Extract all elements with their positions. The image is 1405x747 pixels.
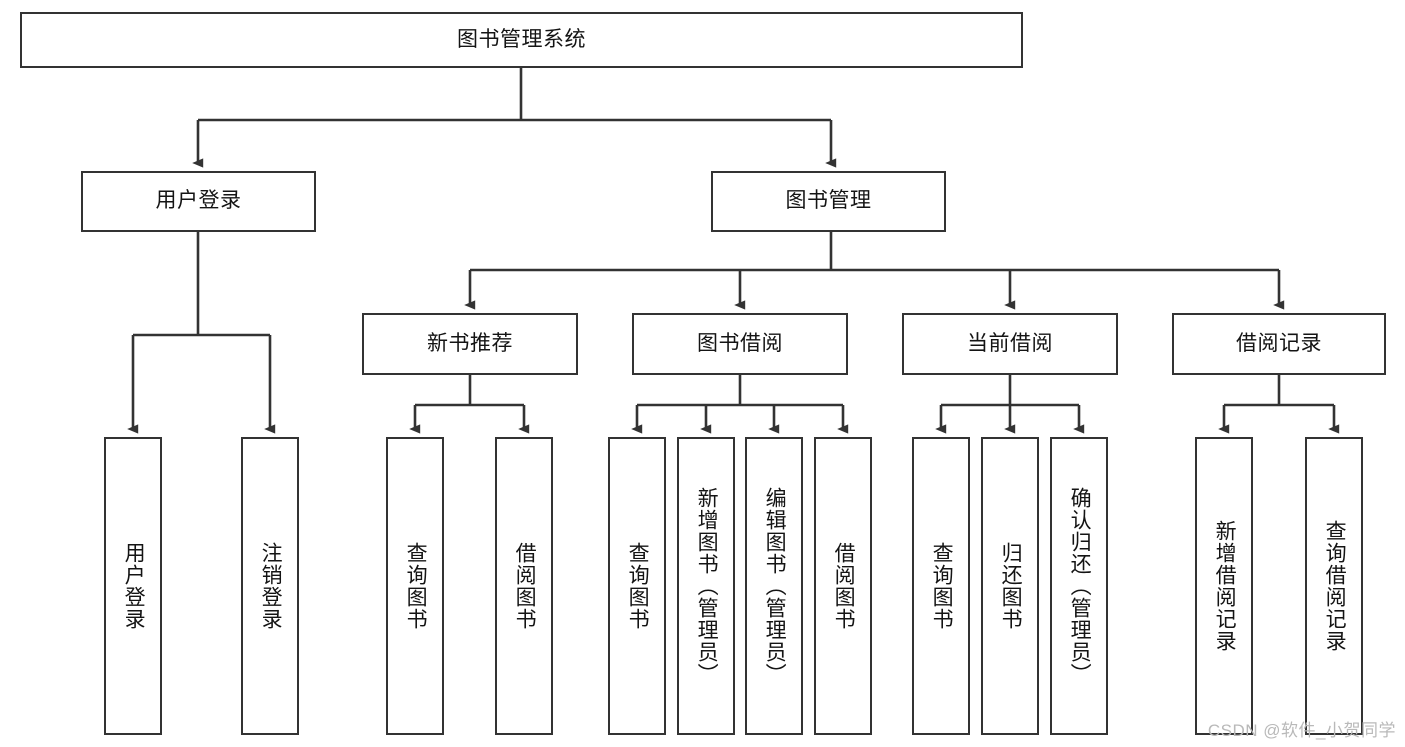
node-label: 查询图书 [404,542,428,630]
leaf-borrow-records-query-record[interactable]: 查询借阅记录 [1305,437,1363,735]
node-label: 注销登录 [259,542,283,630]
node-current-borrow[interactable]: 当前借阅 [902,313,1118,375]
node-label: 图书管理系统 [457,27,586,51]
node-label: 查询借阅记录 [1323,520,1347,652]
node-user-login[interactable]: 用户登录 [81,171,316,232]
node-label: 编辑图书（管理员） [763,487,787,685]
leaf-current-borrow-query-book[interactable]: 查询图书 [912,437,970,735]
node-label: 新增图书（管理员） [695,487,719,685]
leaf-new-book-borrow-book[interactable]: 借阅图书 [495,437,553,735]
node-book-borrow[interactable]: 图书借阅 [632,313,848,375]
leaf-book-borrow-add-book-admin[interactable]: 新增图书（管理员） [677,437,735,735]
node-label: 归还图书 [999,542,1023,630]
node-label: 新增借阅记录 [1213,520,1237,652]
node-label: 借阅图书 [513,542,537,630]
node-label: 用户登录 [122,542,146,630]
node-label: 图书管理 [785,189,872,213]
leaf-borrow-records-add-record[interactable]: 新增借阅记录 [1195,437,1253,735]
leaf-user-login-logout[interactable]: 注销登录 [241,437,299,735]
watermark: CSDN @软件_小贺同学 [1207,721,1396,740]
leaf-user-login-login[interactable]: 用户登录 [104,437,162,735]
leaf-new-book-query-book[interactable]: 查询图书 [386,437,444,735]
node-label: 用户登录 [155,189,242,213]
node-book-management[interactable]: 图书管理 [711,171,946,232]
node-label: 图书借阅 [697,331,783,355]
leaf-book-borrow-borrow-book[interactable]: 借阅图书 [814,437,872,735]
node-label: 确认归还（管理员） [1068,487,1092,685]
leaf-book-borrow-edit-book-admin[interactable]: 编辑图书（管理员） [745,437,803,735]
node-label: 借阅图书 [832,542,856,630]
node-label: 当前借阅 [967,331,1053,355]
node-label: 查询图书 [626,542,650,630]
node-label: 查询图书 [930,542,954,630]
node-label: 新书推荐 [427,331,513,355]
leaf-current-borrow-return-book[interactable]: 归还图书 [981,437,1039,735]
node-label: 借阅记录 [1236,331,1322,355]
node-new-book-recommend[interactable]: 新书推荐 [362,313,578,375]
leaf-book-borrow-query-book[interactable]: 查询图书 [608,437,666,735]
node-borrow-records[interactable]: 借阅记录 [1172,313,1386,375]
leaf-current-borrow-confirm-return-admin[interactable]: 确认归还（管理员） [1050,437,1108,735]
node-root-book-management-system[interactable]: 图书管理系统 [20,12,1023,68]
